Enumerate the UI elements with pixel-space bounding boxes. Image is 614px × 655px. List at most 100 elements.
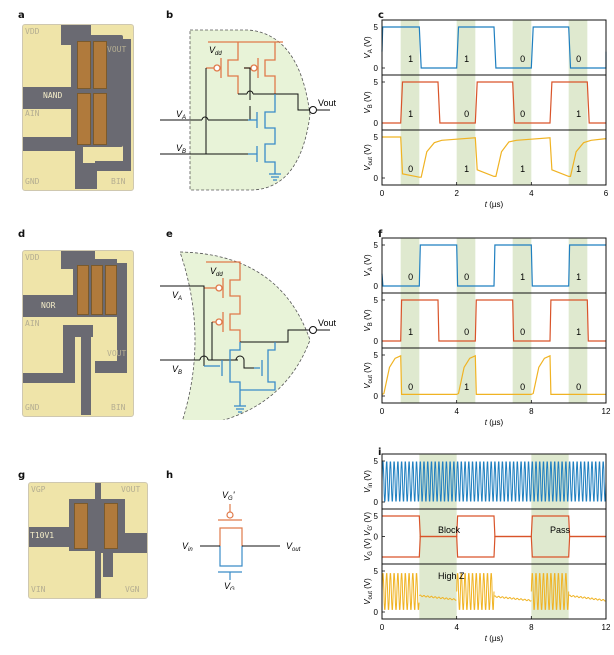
y-tick-label: 5 — [374, 457, 379, 466]
trace-line — [530, 573, 570, 610]
y-tick-label: 0 — [374, 174, 379, 183]
pmos-pull-up-network — [206, 41, 283, 94]
x-tick-label: 0 — [380, 189, 385, 198]
vdd-label: Vdd — [209, 45, 222, 57]
x-tick-label: 0 — [380, 623, 385, 632]
pad-label-vout: VOUT — [121, 485, 141, 494]
shaded-window — [568, 238, 588, 403]
logic-annotation: 1 — [464, 54, 469, 64]
logic-annotation: 0 — [520, 54, 525, 64]
logic-annotation: High Z — [438, 571, 465, 581]
pmos-pull-up-network — [204, 261, 241, 342]
y-tick-label: 0 — [374, 337, 379, 346]
subplot-frame — [381, 347, 607, 404]
y-tick-label: 0 — [374, 608, 379, 617]
logic-annotation: 0 — [464, 327, 469, 337]
logic-annotation: 1 — [464, 382, 469, 392]
panel-label-d: d — [18, 229, 26, 240]
logic-annotation: 0 — [464, 272, 469, 282]
vout-label: Vout — [318, 318, 337, 328]
y-axis-label: Vout (V) — [363, 362, 374, 389]
pad-label-bin: BIN — [111, 403, 126, 412]
vb-label: VB — [172, 364, 182, 376]
panel-label-f: f — [378, 229, 383, 240]
vg-label: VG — [224, 581, 235, 590]
x-tick-label: 4 — [529, 189, 534, 198]
nmos-gate — [218, 546, 243, 580]
y-axis-label: VA (V) — [363, 36, 374, 59]
trace-line — [382, 81, 606, 124]
x-tick-label: 8 — [529, 623, 534, 632]
shaded-window — [512, 20, 532, 185]
x-tick-label: 12 — [602, 407, 611, 416]
pad-label-ain: AIN — [25, 319, 40, 328]
x-tick-label: 0 — [380, 407, 385, 416]
subplot-frame — [381, 129, 607, 186]
logic-annotation: 1 — [520, 272, 525, 282]
y-tick-label: 0 — [374, 119, 379, 128]
y-axis-label: VB (V) — [363, 309, 374, 332]
trace-line — [381, 354, 606, 395]
y-axis-label: VG (V) VG' (V) — [363, 512, 374, 562]
logic-annotation: 1 — [576, 109, 581, 119]
x-tick-label: 4 — [454, 623, 459, 632]
logic-annotation: 1 — [464, 164, 469, 174]
pad-label-vdd: VDD — [25, 253, 40, 262]
panel-label-g: g — [18, 470, 26, 481]
pad-label-ain: AIN — [25, 109, 40, 118]
trace-line — [456, 573, 495, 610]
logic-annotation: 1 — [408, 327, 413, 337]
y-axis-label: Vin (V) — [363, 470, 374, 493]
x-axis-label: t (µs) — [485, 200, 504, 209]
shaded-window — [400, 238, 420, 403]
transmission-gate-diagram: VG' VG Vin Vout — [182, 490, 301, 590]
logic-annotation: 0 — [576, 382, 581, 392]
y-tick-label: 5 — [374, 23, 379, 32]
y-tick-label: 0 — [374, 498, 379, 507]
logic-annotation: 0 — [408, 382, 413, 392]
panel-label-i: i — [378, 447, 382, 458]
logic-annotation: 0 — [464, 109, 469, 119]
x-tick-label: 6 — [604, 189, 609, 198]
nand-chip-micrograph: VDD VOUT AIN GND BIN NAND — [22, 24, 134, 191]
panel-label-c: c — [378, 10, 384, 21]
pad-label-vgn: VGN — [125, 585, 140, 594]
logic-annotation: 1 — [576, 164, 581, 174]
y-tick-label: 0 — [374, 64, 379, 73]
trace-line — [382, 136, 607, 178]
shaded-window — [400, 20, 420, 185]
vin-label: Vin — [182, 541, 193, 553]
logic-annotation: 0 — [520, 109, 525, 119]
pad-label-bin: BIN — [111, 177, 126, 186]
trace-line — [382, 299, 606, 342]
x-axis-label: t (µs) — [485, 418, 504, 427]
trace-line — [419, 594, 457, 601]
pad-label-vgp: VGP — [31, 485, 46, 494]
trace-line — [568, 594, 607, 602]
trace-line — [493, 595, 532, 602]
subplot-frame — [381, 563, 607, 620]
pad-label-vout: VOUT — [107, 349, 127, 358]
logic-annotation: 0 — [576, 54, 581, 64]
chip-name-label: T10V1 — [30, 531, 55, 540]
va-label: VA — [172, 290, 182, 302]
x-tick-label: 4 — [454, 407, 459, 416]
transmission-gate-chip-micrograph: VGP VOUT VIN VGN T10V1 — [28, 482, 148, 599]
vb-label: VB — [176, 143, 186, 155]
y-tick-label: 5 — [374, 351, 379, 360]
logic-annotation: 1 — [520, 164, 525, 174]
nor-gate-outline — [179, 251, 311, 420]
x-axis-label: t (µs) — [485, 634, 504, 643]
pad-label-vin: VIN — [31, 585, 46, 594]
vout-label: Vout — [286, 541, 301, 553]
y-tick-label: 5 — [374, 567, 379, 576]
y-axis-label: VA (V) — [363, 254, 374, 277]
logic-annotation: 0 — [520, 382, 525, 392]
